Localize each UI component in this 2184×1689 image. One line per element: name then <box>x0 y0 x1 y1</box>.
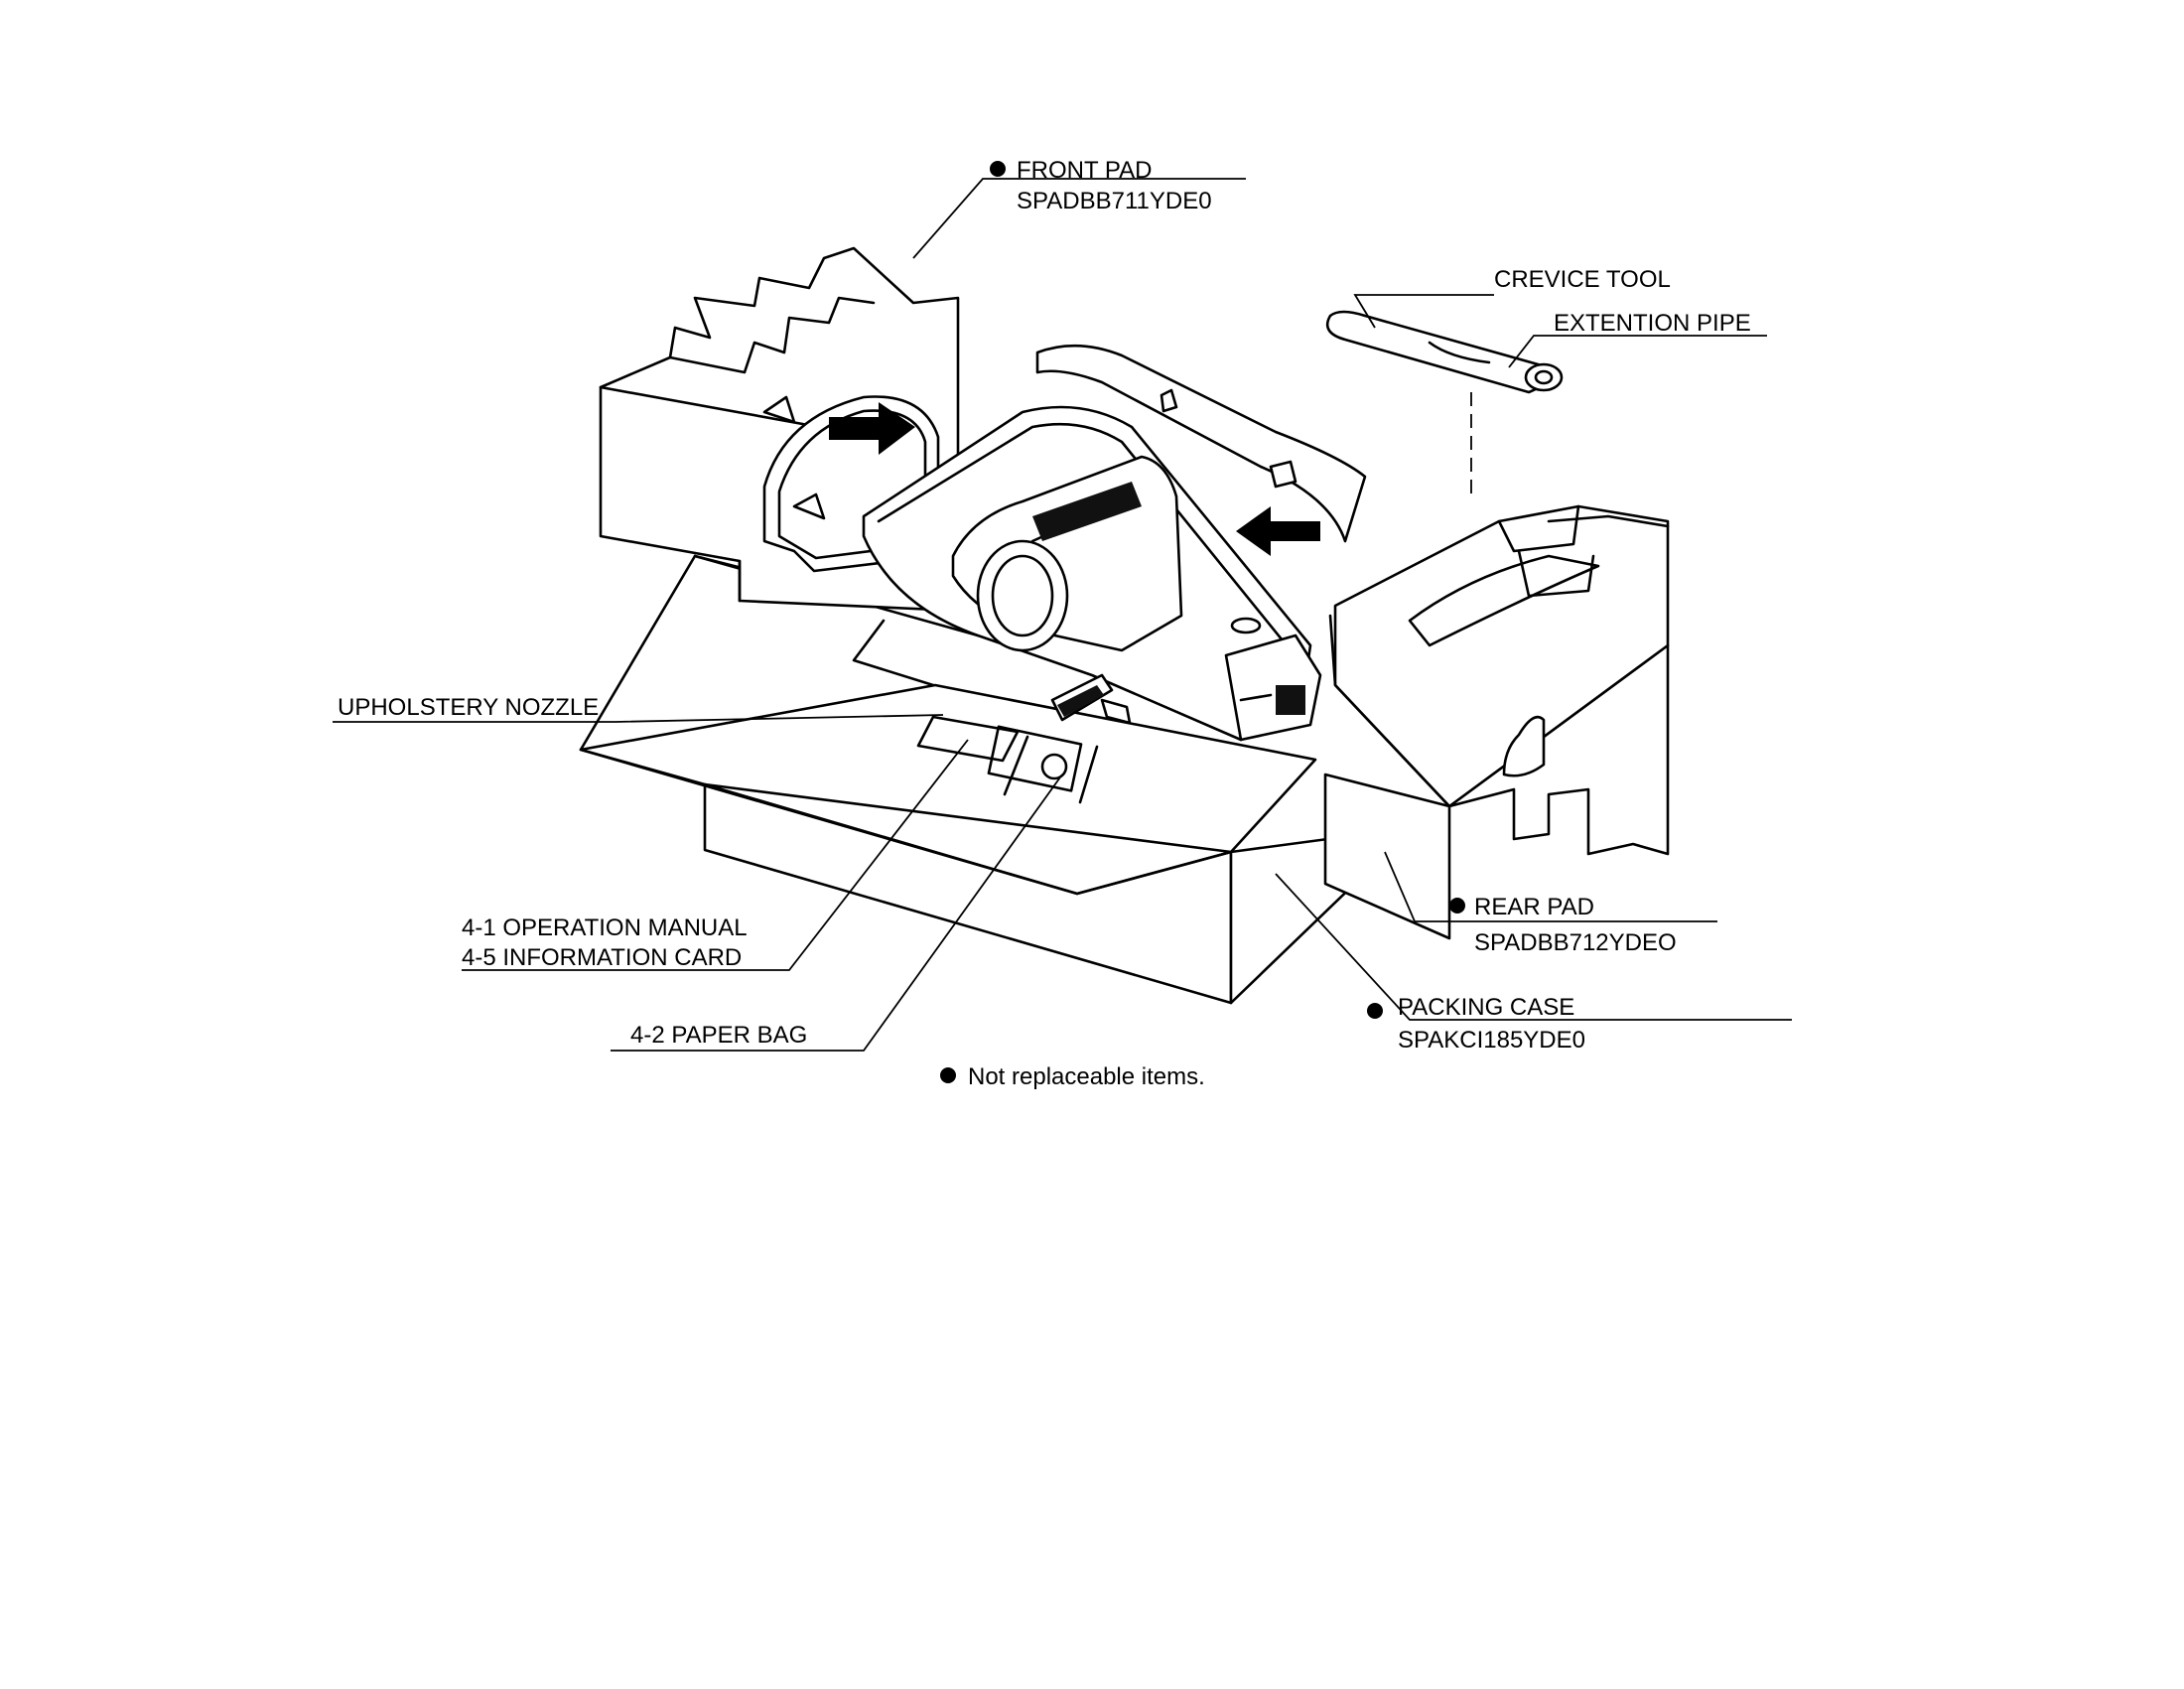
packing-case-callout: PACKING CASE SPAKCI185YDE0 <box>1367 994 1585 1054</box>
paper-bag-label: 4-2 PAPER BAG <box>630 1022 807 1049</box>
rear-pad-arrow-icon <box>1236 506 1320 556</box>
extension-pipe-label: EXTENTION PIPE <box>1554 310 1751 337</box>
crevice-tool-label: CREVICE TOOL <box>1494 266 1671 293</box>
crevice-tool-drawing <box>1035 344 1367 543</box>
legend: Not replaceable items. <box>940 1063 1205 1090</box>
rear-pad-callout: REAR PAD SPADBB712YDEO <box>1449 894 1677 956</box>
vacuum-grille-icon <box>1032 482 1142 541</box>
upholstery-nozzle-drawing <box>1050 673 1132 725</box>
bullet-icon <box>1449 898 1465 914</box>
front-pad-callout: FRONT PAD SPADBB711YDE0 <box>990 157 1212 214</box>
information-card-label: 4-5 INFORMATION CARD <box>462 944 742 971</box>
operation-manual-label: 4-1 OPERATION MANUAL <box>462 915 748 941</box>
vacuum-drawing <box>862 405 1322 742</box>
packing-case-name: PACKING CASE <box>1398 994 1574 1021</box>
front-pad-code: SPADBB711YDE0 <box>1017 188 1212 214</box>
front-pad-arrow-icon <box>829 402 915 455</box>
rear-pad-drawing <box>1236 504 1670 940</box>
bullet-icon <box>990 161 1006 177</box>
rear-pad-code: SPADBB712YDEO <box>1474 929 1677 956</box>
upholstery-nozzle-label: UPHOLSTERY NOZZLE <box>338 694 599 721</box>
leader-lines <box>333 178 1792 1052</box>
legend-text: Not replaceable items. <box>968 1063 1205 1090</box>
bullet-icon <box>940 1067 956 1083</box>
bullet-icon <box>1367 1003 1383 1019</box>
extension-pipe-drawing <box>1325 310 1564 501</box>
rear-pad-name: REAR PAD <box>1474 894 1594 920</box>
front-pad-name: FRONT PAD <box>1017 157 1152 184</box>
packing-case-code: SPAKCI185YDE0 <box>1398 1027 1585 1054</box>
